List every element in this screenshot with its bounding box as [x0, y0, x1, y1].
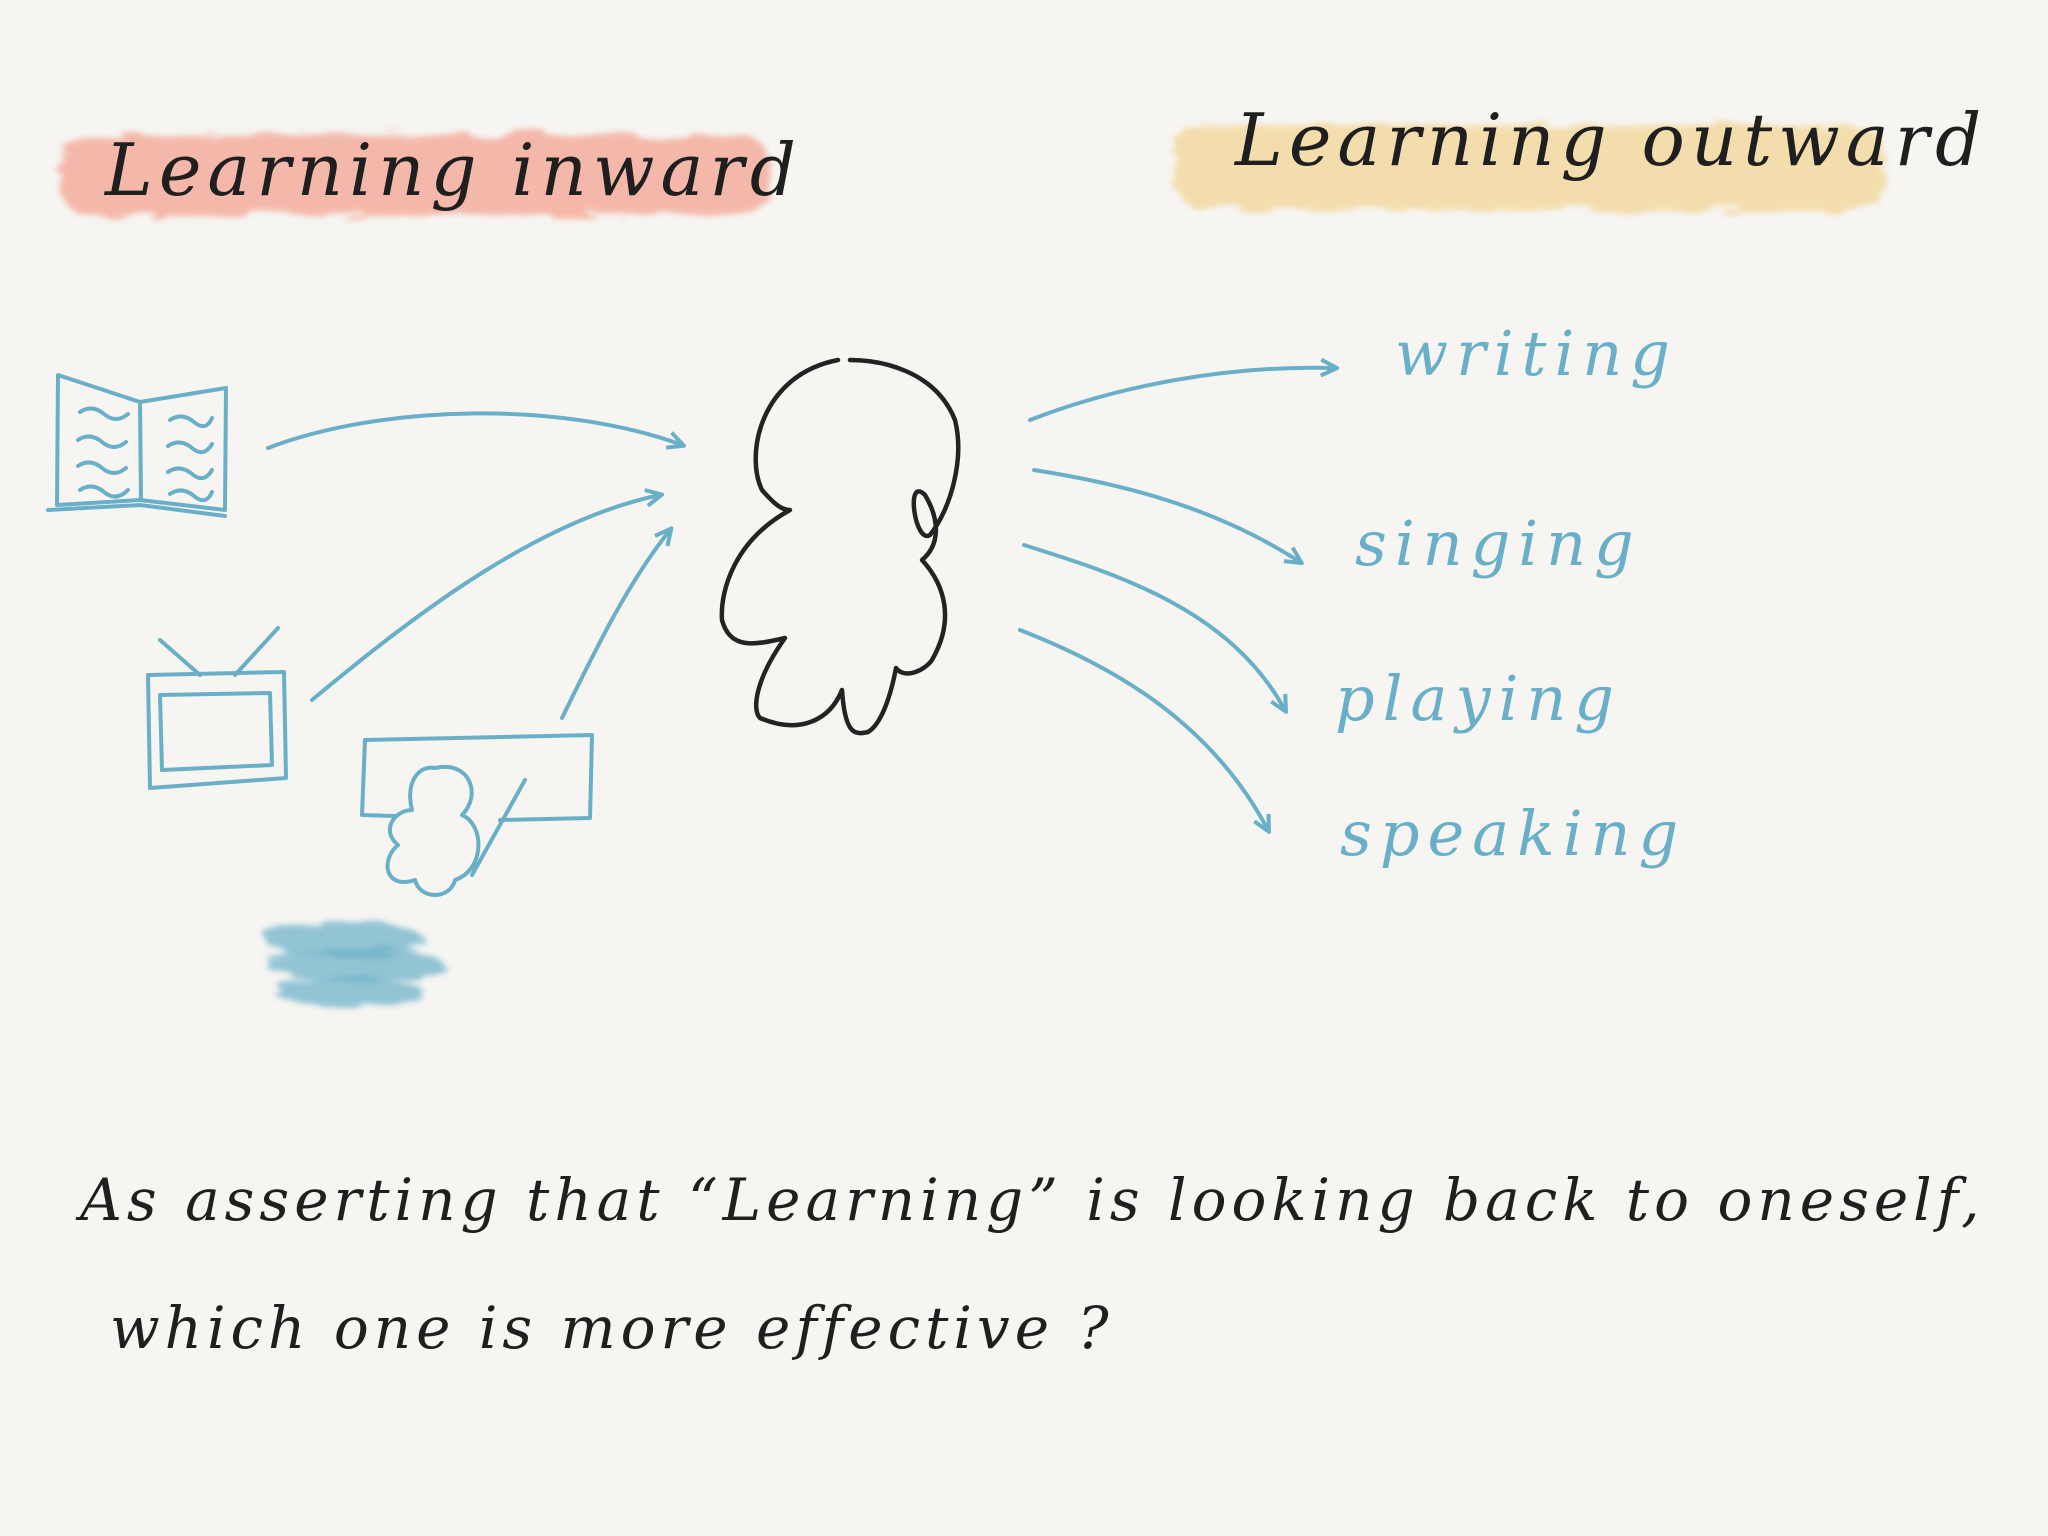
output-writing: writing — [1395, 317, 1678, 390]
output-singing: singing — [1355, 507, 1642, 580]
left-title-highlight — [60, 135, 770, 215]
output-playing: playing — [1335, 662, 1622, 735]
arrow-to-speaking — [1018, 628, 1268, 830]
paint-wash — [265, 922, 445, 1008]
tv-icon — [146, 626, 288, 790]
book-icon — [46, 373, 228, 518]
inward-arrows — [266, 411, 682, 720]
question-line-2: which one is more effective ? — [110, 1294, 1114, 1362]
classroom-teacher-icon — [360, 733, 594, 897]
blob-person-icon — [719, 357, 961, 736]
left-title: Learning inward — [103, 128, 802, 212]
arrow-tv-to-person — [310, 495, 660, 702]
arrow-book-to-person — [266, 411, 682, 450]
arrow-class-to-person — [560, 530, 670, 720]
arrow-to-singing — [1032, 468, 1300, 562]
arrow-to-writing — [1028, 368, 1335, 422]
right-title: Learning outward — [1233, 98, 1987, 182]
arrow-to-playing — [1022, 543, 1285, 710]
output-speaking: speaking — [1340, 797, 1686, 870]
question-line-1: As asserting that “Learning” is looking … — [75, 1166, 1985, 1234]
right-title-highlight — [1175, 125, 1885, 210]
outward-arrows — [1018, 368, 1335, 830]
